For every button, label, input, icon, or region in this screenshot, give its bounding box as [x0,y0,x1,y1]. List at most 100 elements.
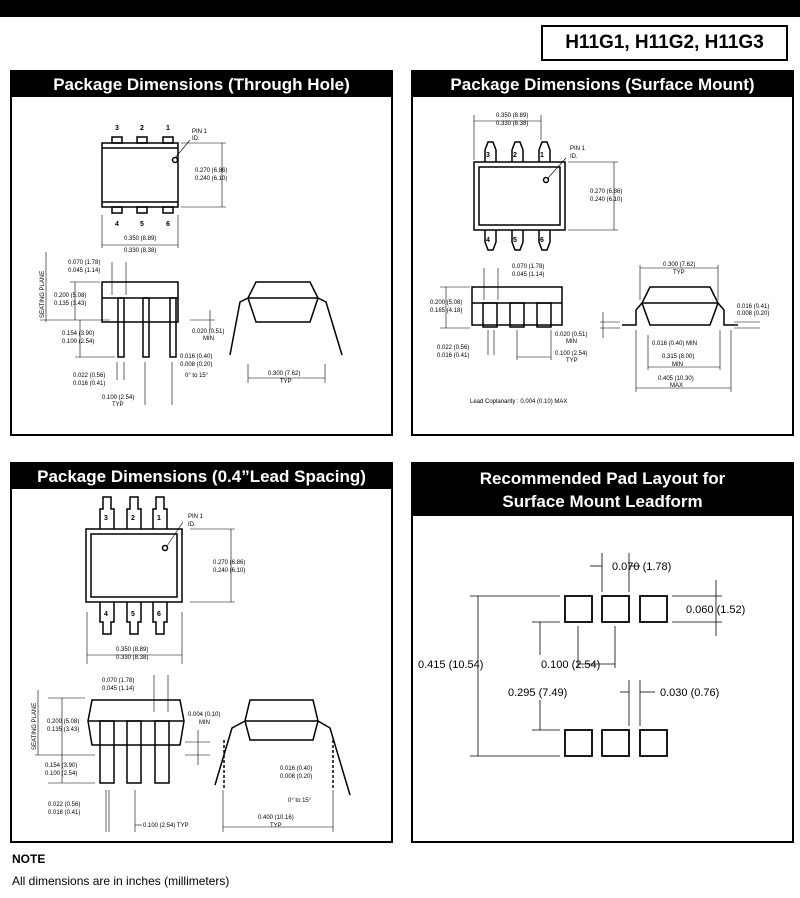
dim-text: 0.016 (0.40) MIN [652,341,697,347]
dim-text: 0.016 (0.41) [737,304,769,310]
lead-spacing-end-view [214,699,351,796]
dim-text: 0.295 (7.49) [508,687,567,699]
dim-text: PIN 1 [188,514,204,520]
dim-text: 0.045 (1.14) [68,268,100,274]
dim-text: 0.330 (8.38) [496,121,528,127]
dim-text: 0.165 (4.18) [430,308,462,314]
dim-text: 0.070 (1.78) [68,260,100,266]
seating-plane-label: SEATING PLANE [32,703,38,750]
dim-text: 0.405 (10.30) [658,376,694,382]
dim-text: 0.200 (5.08) [47,719,79,725]
pad [601,729,630,757]
through-hole-labels: 3 2 1 4 5 6 PIN 1 ID. 0.270 (6.86) 0.240… [40,125,300,408]
pin-label: 6 [540,237,544,244]
dim-text: 0.020 (0.51) [192,329,224,335]
dim-text: 0.060 (1.52) [686,604,745,616]
lead-spacing-side-view [87,699,185,784]
dim-text: TYP [270,823,282,829]
pin-label: 3 [486,152,490,159]
part-number-box: H11G1, H11G2, H11G3 [541,25,788,61]
dim-text: 0.100 (2.54) [102,395,134,401]
dim-text: PIN 1 [192,129,208,135]
dim-text: 0.330 (8.38) [116,655,148,661]
through-hole-side-view [101,281,179,358]
surface-mount-top-view [473,141,566,251]
dim-text: 0.100 (2.54) [555,351,587,357]
pin-label: 2 [131,515,135,522]
dim-text: 0.016 (0.40) [180,354,212,360]
dim-text: MIN [672,362,683,368]
dim-text: 0.070 (1.78) [102,678,134,684]
dim-text: ID. [192,136,200,142]
dim-text: 0.020 (0.51) [555,332,587,338]
pin-label: 4 [104,611,108,618]
lead-spacing-labels: 3 2 1 4 5 6 PIN 1 ID. 0.270 (6.86) 0.240… [32,514,312,829]
dim-text: 0.240 (6.10) [590,197,622,203]
dim-text: MAX [670,383,683,389]
dim-text: ID. [188,522,196,528]
pad-layout-labels: 0.070 (1.78) 0.060 (1.52) 0.415 (10.54) … [418,561,745,699]
dim-text: 0.022 (0.56) [73,373,105,379]
surface-mount-end-view [622,286,738,326]
dim-text: MIN [566,339,577,345]
dim-text: 0.135 (3.43) [47,727,79,733]
dim-text: 0.045 (1.14) [512,272,544,278]
dim-text: 0.016 (0.41) [48,810,80,816]
dim-text: 0.270 (6.86) [213,560,245,566]
dim-text: 0.004 (0.10) [188,712,220,718]
pad [639,595,668,623]
pin-label: 1 [540,152,544,159]
dim-text: 0.045 (1.14) [102,686,134,692]
panel-surface-mount: Package Dimensions (Surface Mount) [411,70,794,436]
panel-title-line: Recommended Pad Layout for [479,469,726,488]
pin-label: 3 [115,125,119,132]
dim-text: 0.330 (8.38) [124,248,156,254]
dim-text: 0.100 (2.54) TYP [143,823,189,829]
dim-text: 0.200 (5.08) [54,293,86,299]
dim-text: 0° to 15° [288,798,312,804]
through-hole-top-view [101,136,179,214]
dim-text: 0.135 (3.43) [54,301,86,307]
dim-text: 0.022 (0.56) [437,345,469,351]
surface-mount-labels: 0.350 (8.89) 0.330 (8.38) 3 2 1 4 5 6 PI… [430,113,769,405]
dim-text: 0.350 (8.89) [116,647,148,653]
dim-text: 0.070 (1.78) [612,561,671,573]
pad [564,729,593,757]
dim-text: 0.270 (6.86) [195,168,227,174]
dim-text: 0.154 (3.90) [45,763,77,769]
pad [564,595,593,623]
pin-label: 5 [131,611,135,618]
dim-text: MIN [199,720,210,726]
dim-text: 0.008 (0.20) [737,311,769,317]
dim-text: MIN [203,336,214,342]
dim-text: TYP [112,402,124,408]
panel-title: Package Dimensions (Through Hole) [12,72,391,97]
pin-label: 4 [115,221,119,228]
pin-label: 5 [140,221,144,228]
pin-label: 1 [157,515,161,522]
dim-text: TYP [673,270,685,276]
top-rule [0,0,800,17]
dim-text: 0.016 (0.40) [280,766,312,772]
panel-title-line: Surface Mount Leadform [502,492,703,511]
panel-title: Package Dimensions (0.4”Lead Spacing) [12,464,391,489]
pad-layout-drawing [564,595,668,757]
through-hole-end-view [229,281,343,356]
dim-text: 0.240 (6.10) [213,568,245,574]
dim-text: 0.300 (7.62) [268,371,300,377]
pin-label: 4 [486,237,490,244]
panel-pad-layout: Recommended Pad Layout for Surface Mount… [411,462,794,843]
dim-text: 0.350 (8.89) [496,113,528,119]
dim-text: 0.070 (1.78) [512,264,544,270]
pad [601,595,630,623]
dim-text: 0.008 (0.20) [180,362,212,368]
dim-text: 0.200 (5.08) [430,300,462,306]
panel-title: Package Dimensions (Surface Mount) [413,72,792,97]
dim-text: 0.016 (0.41) [73,381,105,387]
dim-text: 0.270 (6.86) [590,189,622,195]
panel-lead-spacing: Package Dimensions (0.4”Lead Spacing) [10,462,393,843]
dim-text: 0° to 15° [185,373,209,379]
panel-through-hole: Package Dimensions (Through Hole) [10,70,393,436]
